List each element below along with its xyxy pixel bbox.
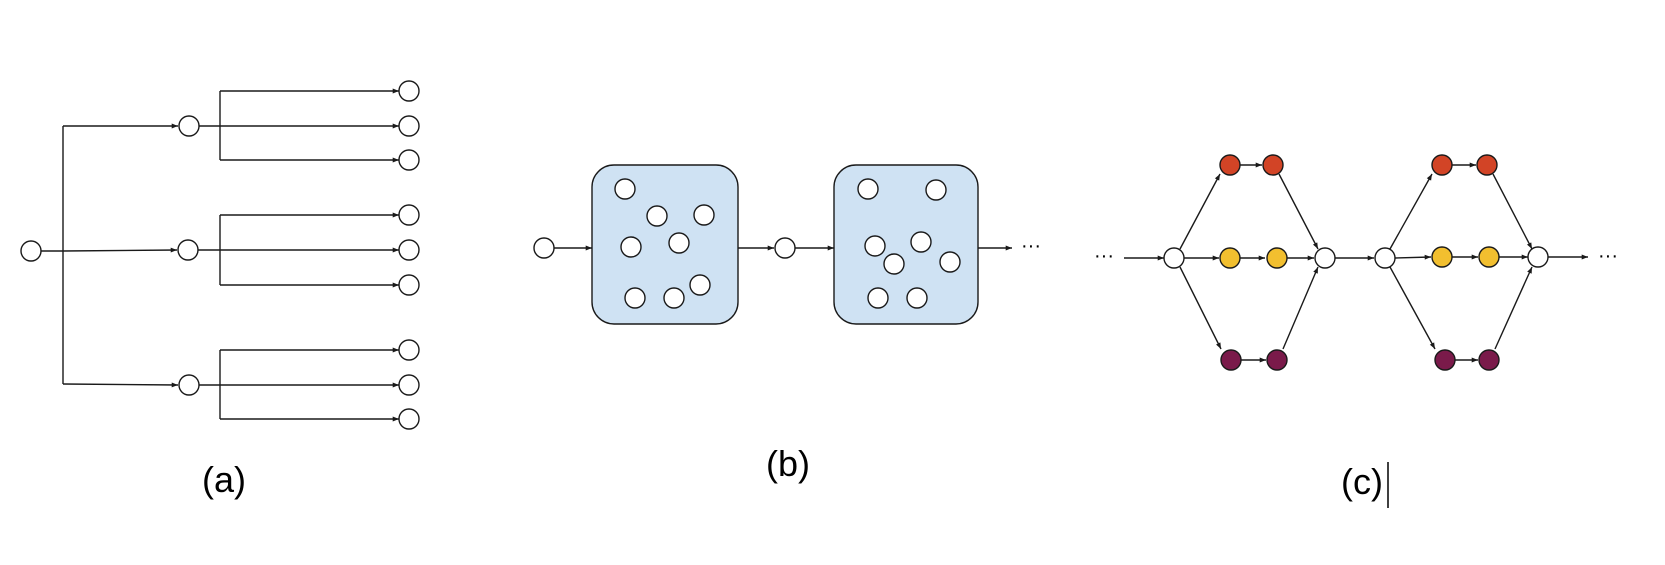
yellow-node	[1219, 247, 1241, 269]
inner-node	[624, 287, 646, 309]
inner-node	[693, 204, 715, 226]
edge	[1492, 173, 1533, 250]
panel-c-edges	[1124, 162, 1588, 363]
junction-node	[1314, 247, 1336, 269]
root-node	[20, 240, 42, 262]
caption-c: (c)	[1341, 461, 1383, 502]
node	[178, 115, 200, 137]
inner-node	[857, 178, 879, 200]
purple-node	[1220, 349, 1242, 371]
edge	[1389, 173, 1433, 250]
leaf-node	[398, 149, 420, 171]
panel-a-nodes	[20, 80, 420, 430]
leaf-node	[398, 239, 420, 261]
leaf-node	[398, 274, 420, 296]
inner-node	[646, 205, 668, 227]
inner-node	[864, 235, 886, 257]
inner-node	[883, 253, 905, 275]
inner-node	[689, 274, 711, 296]
inner-node	[910, 231, 932, 253]
caption-a: (a)	[202, 459, 246, 500]
leaf-node	[398, 115, 420, 137]
edge	[1394, 254, 1432, 260]
edge	[1179, 266, 1222, 350]
yellow-node	[1431, 246, 1453, 268]
leaf-node	[398, 374, 420, 396]
inner-node	[906, 287, 928, 309]
red-node	[1262, 154, 1284, 176]
inner-node	[614, 178, 636, 200]
edge	[1179, 173, 1221, 250]
node	[774, 237, 796, 259]
ellipsis-c-left: ···	[1094, 245, 1114, 267]
edge	[1278, 173, 1319, 250]
panel-b-nodes	[533, 178, 961, 309]
purple-node	[1478, 349, 1500, 371]
leaf-node	[398, 408, 420, 430]
leaf-node	[398, 80, 420, 102]
edge	[1494, 266, 1533, 350]
node	[177, 239, 199, 261]
junction-node	[1374, 247, 1396, 269]
inner-node	[663, 287, 685, 309]
leaf-node	[398, 339, 420, 361]
ellipsis-b: ···	[1021, 235, 1041, 257]
inner-node	[620, 236, 642, 258]
purple-node	[1434, 349, 1456, 371]
inner-node	[867, 287, 889, 309]
edge	[1282, 266, 1319, 350]
edge	[1389, 266, 1436, 350]
junction-node	[1527, 246, 1549, 268]
edge	[62, 247, 178, 253]
caption-b: (b)	[766, 443, 810, 484]
node	[533, 237, 555, 259]
inner-node	[939, 251, 961, 273]
ellipsis-c-right: ···	[1598, 245, 1618, 267]
panel-a-tree	[41, 88, 399, 422]
purple-node	[1266, 349, 1288, 371]
red-node	[1431, 154, 1453, 176]
leaf-node	[398, 204, 420, 226]
panel-c-nodes	[1163, 154, 1549, 371]
edge	[62, 382, 179, 388]
red-node	[1219, 154, 1241, 176]
node	[178, 374, 200, 396]
junction-node	[1163, 247, 1185, 269]
yellow-node	[1266, 247, 1288, 269]
inner-node	[668, 232, 690, 254]
inner-node	[925, 179, 947, 201]
red-node	[1476, 154, 1498, 176]
block-2	[833, 164, 979, 325]
yellow-node	[1478, 246, 1500, 268]
